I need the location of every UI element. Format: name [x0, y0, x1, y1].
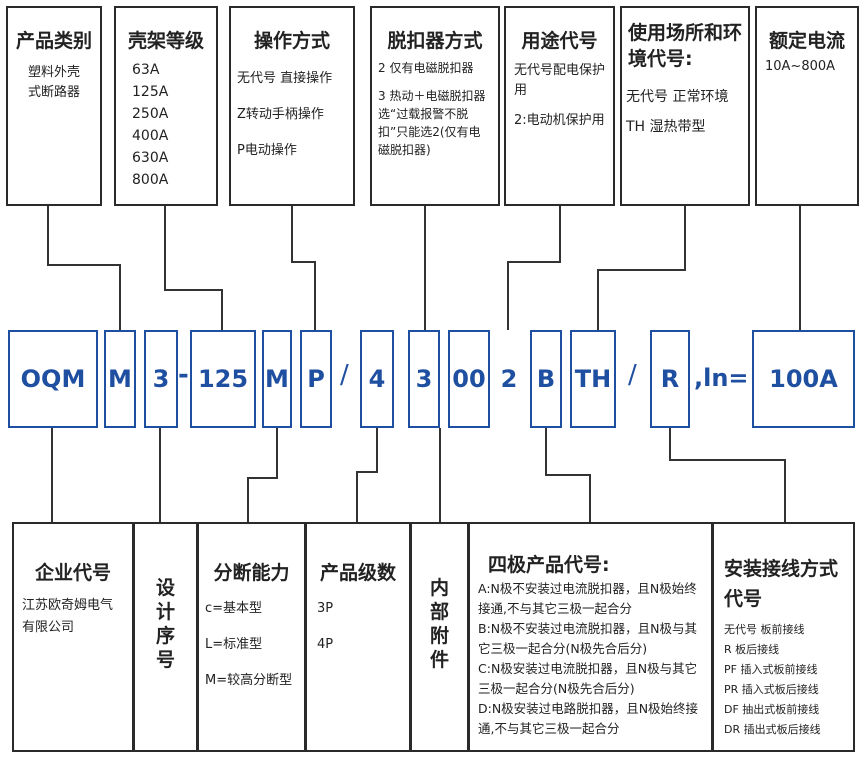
title: 壳架等级	[127, 30, 204, 52]
box-frame-grade: 壳架等级 63A 125A 250A 400A 630A 800A	[114, 6, 218, 206]
line: 800A	[132, 172, 169, 188]
title: 额定电流	[768, 30, 845, 52]
line: 400A	[132, 128, 169, 144]
line: L=标准型	[205, 637, 263, 652]
code-in-equals: ,ln=	[694, 364, 749, 392]
code-th: TH	[570, 330, 616, 428]
title: 产品级数	[319, 562, 396, 584]
title: 企业代号	[34, 562, 111, 584]
title: 内部附件	[429, 577, 449, 671]
line: TH 湿热带型	[626, 119, 706, 135]
title: 用途代号	[521, 30, 598, 52]
line: 3 热动＋电磁脱扣器选“过载报警不脱扣”只能选2(仅有电磁脱扣器)	[378, 89, 486, 157]
title: 安装接线方式代号	[724, 558, 839, 610]
title: 设计序号	[155, 577, 175, 671]
code-3b: 3	[408, 330, 440, 428]
box-design-serial: 设计序号	[133, 522, 198, 752]
line: A:N极不安装过电流脱扣器，且N极始终接通,不与其它三极一起合分	[478, 581, 697, 616]
code-slash2: /	[628, 360, 637, 390]
box-pole-count: 产品级数 3P 4P	[305, 522, 411, 752]
code-100a: 100A	[752, 330, 855, 428]
code-oqm: OQM	[8, 330, 98, 428]
title: 使用场所和环境代号:	[628, 22, 743, 70]
box-company-code: 企业代号 江苏欧奇姆电气有限公司	[12, 522, 134, 752]
line: 630A	[132, 150, 169, 166]
box-operation-mode: 操作方式 无代号 直接操作 Z转动手柄操作 P电动操作	[229, 6, 355, 206]
title: 操作方式	[253, 30, 330, 52]
line: M=较高分断型	[205, 673, 293, 688]
line: 江苏欧奇姆电气有限公司	[22, 598, 114, 635]
title: 分断能力	[213, 562, 290, 584]
line: B:N极不安装过电流脱扣器，且N极与其它三极一起合分(N极先合后分)	[478, 621, 697, 656]
box-wiring-code: 安装接线方式代号 无代号 板前接线 R 板后接线 PF 插入式板前接线 PR 插入式板…	[712, 522, 855, 752]
line: DF 抽出式板前接线	[724, 703, 820, 716]
code-125: 125	[190, 330, 256, 428]
line: D:N极安装过电路脱扣器，且N极始终接通,不与其它三极一起合分	[478, 701, 699, 736]
code-m2: M	[262, 330, 292, 428]
code-r: R	[650, 330, 690, 428]
desc: 塑料外壳式断路器	[8, 63, 100, 103]
code-dash: -	[178, 360, 189, 390]
line: 3P	[317, 601, 334, 616]
code-4: 4	[360, 330, 394, 428]
line: PF 插入式板前接线	[724, 663, 818, 676]
line: P电动操作	[237, 143, 297, 158]
box-release-type: 脱扣器方式 2 仅有电磁脱扣器 3 热动＋电磁脱扣器选“过载报警不脱扣”只能选2(…	[370, 6, 500, 206]
box-internal-accessory: 内部附件	[410, 522, 469, 752]
line: PR 插入式板后接线	[724, 683, 819, 696]
code-b: B	[530, 330, 562, 428]
line: 250A	[132, 106, 169, 122]
code-00: 00	[448, 330, 490, 428]
box-rated-current: 额定电流 10A~800A	[755, 6, 859, 206]
line: c=基本型	[205, 601, 263, 616]
title: 脱扣器方式	[387, 30, 483, 52]
line: 125A	[132, 84, 169, 100]
box-product-category: 产品类别 塑料外壳式断路器	[6, 6, 102, 206]
line: 4P	[317, 637, 334, 652]
code-3: 3	[144, 330, 178, 428]
code-2: 2	[496, 330, 522, 428]
line: DR 插出式板后接线	[724, 723, 821, 736]
box-breaking-capacity: 分断能力 c=基本型 L=标准型 M=较高分断型	[197, 522, 306, 752]
line: 无代号 板前接线	[724, 623, 805, 636]
line: 2:电动机保护用	[514, 113, 605, 128]
line: 无代号 直接操作	[237, 71, 333, 86]
line: 无代号配电保护用	[514, 63, 606, 98]
code-m: M	[104, 330, 136, 428]
title: 产品类别	[15, 30, 92, 52]
line: 式断路器	[27, 85, 80, 100]
box-four-pole-code: 四极产品代号: A:N极不安装过电流脱扣器，且N极始终接通,不与其它三极一起合分…	[468, 522, 713, 752]
line: 10A~800A	[765, 59, 836, 74]
line: 2 仅有电磁脱扣器	[378, 61, 474, 75]
line: R 板后接线	[724, 643, 780, 656]
code-p: P	[300, 330, 332, 428]
line: C:N极安装过电流脱扣器，且N极与其它三极一起合分(N极先合后分)	[478, 661, 698, 696]
box-usage-code: 用途代号 无代号配电保护用 2:电动机保护用	[504, 6, 615, 206]
line: Z转动手柄操作	[237, 107, 324, 122]
line: 无代号 正常环境	[626, 89, 729, 105]
title: 四极产品代号:	[488, 554, 610, 576]
code-slash: /	[340, 360, 349, 390]
box-environment-code: 使用场所和环境代号: 无代号 正常环境 TH 湿热带型	[620, 6, 750, 206]
line: 塑料外壳	[27, 65, 80, 80]
line: 63A	[132, 62, 160, 78]
